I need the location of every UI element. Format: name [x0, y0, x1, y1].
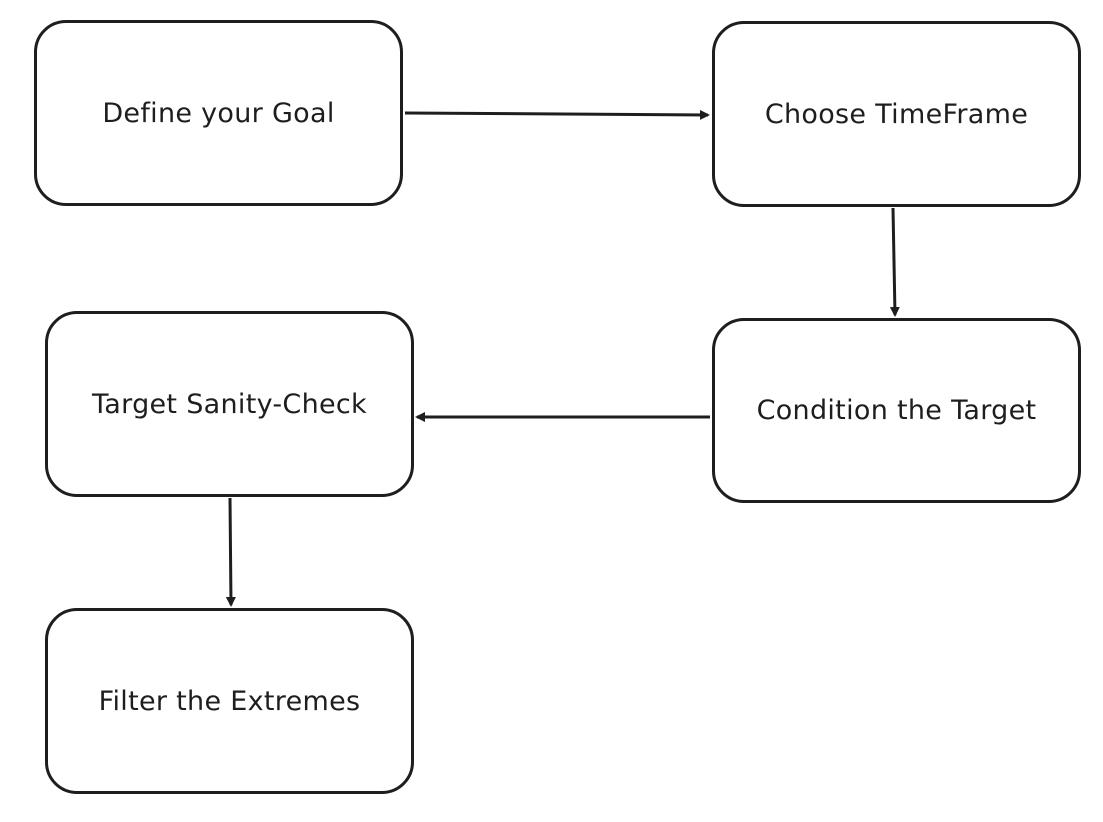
node-filter-the-extremes[interactable]: Filter the Extremes [45, 608, 414, 794]
node-label: Condition the Target [756, 395, 1037, 426]
edge-timeframe-to-condition [889, 207, 900, 317]
node-target-sanity-check[interactable]: Target Sanity-Check [45, 311, 414, 497]
node-define-your-goal[interactable]: Define your Goal [34, 20, 403, 206]
node-choose-timeframe[interactable]: Choose TimeFrame [712, 21, 1081, 207]
node-label: Choose TimeFrame [764, 98, 1029, 130]
node-condition-the-target[interactable]: Condition the Target [712, 318, 1081, 503]
node-label: Define your Goal [102, 97, 335, 129]
edge-sanity-to-filter [225, 497, 236, 607]
edge-define-to-timeframe [404, 109, 710, 120]
node-label: Filter the Extremes [98, 685, 361, 717]
node-label: Target Sanity-Check [91, 388, 367, 420]
